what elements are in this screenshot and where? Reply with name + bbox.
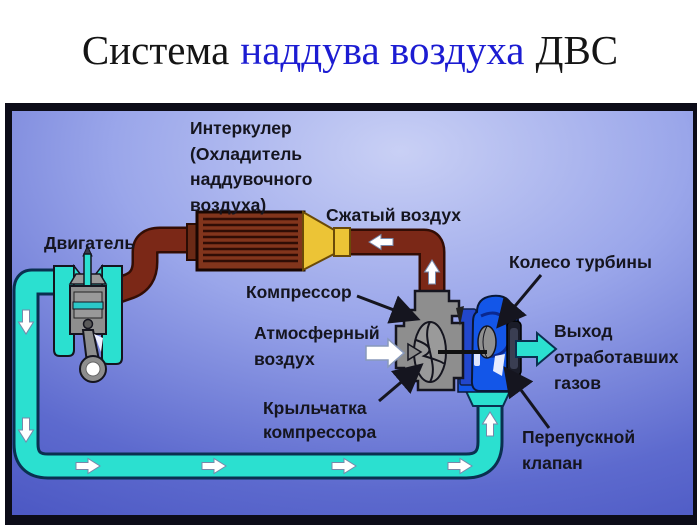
engine-illustration xyxy=(53,244,123,383)
charge-air-pipes xyxy=(108,226,446,305)
shaft-coupling xyxy=(456,306,464,326)
label-compressor-impeller: Крыльчатка компрессора xyxy=(263,398,377,442)
title-highlight: наддува воздуха xyxy=(240,27,525,73)
label-compressor: Компрессор xyxy=(246,282,352,302)
label-intercooler: Интеркулер (Охладитель наддувочного возд… xyxy=(190,118,313,215)
label-bypass-valve: Перепускной клапан xyxy=(522,427,636,473)
pointer-arrows xyxy=(356,274,551,429)
intake-air-arrow xyxy=(365,337,406,369)
exhaust-out-arrow xyxy=(515,330,558,368)
exhaust-loop-pipe xyxy=(12,268,504,480)
label-turbine-wheel: Колесо турбины xyxy=(509,252,652,272)
title-suffix: ДВС xyxy=(535,27,619,73)
intercooler-illustration xyxy=(186,210,351,272)
title-prefix: Система xyxy=(81,27,230,73)
label-exhaust-outlet: Выход отработавших газов xyxy=(554,321,679,393)
label-engine: Двигатель xyxy=(44,233,136,253)
label-compressed-air: Сжатый воздух xyxy=(326,205,462,225)
label-atmospheric-air: Атмосферный воздух xyxy=(254,323,380,369)
